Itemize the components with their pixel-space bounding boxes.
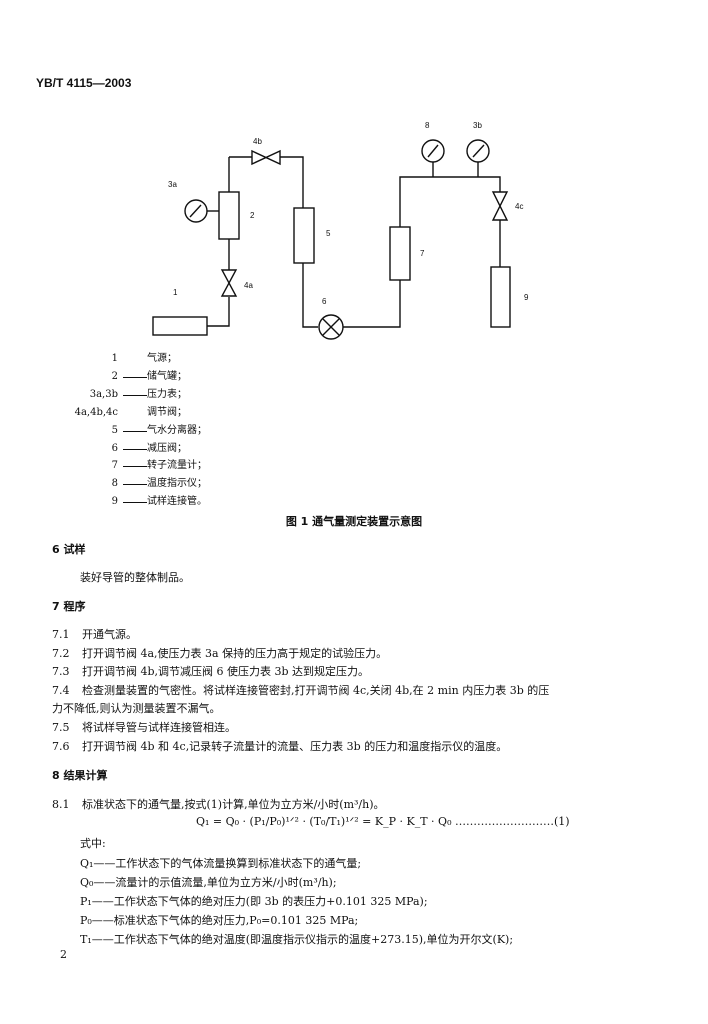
label-5: 5: [326, 229, 331, 238]
gas-tank-2: [218, 191, 240, 240]
label-3b: 3b: [473, 121, 482, 130]
step-7-4-continued: 力不降低,则认为测量装置不漏气。: [52, 702, 221, 715]
section-6-body: 装好导管的整体制品。: [80, 571, 190, 584]
label-3a: 3a: [168, 180, 177, 189]
water-separator-5: [293, 207, 315, 264]
label-4c: 4c: [515, 202, 523, 211]
label-7: 7: [420, 249, 425, 258]
label-1: 1: [173, 288, 178, 297]
label-4a: 4a: [244, 281, 253, 290]
section-6-title: 6 试样: [52, 543, 86, 556]
rotameter-7: [389, 226, 411, 281]
formula-1: Q₁ = Q₀ · (P₁/P₀)¹ᐟ² · (T₀/T₁)¹ᐟ² = K_P …: [196, 815, 570, 828]
where-label: 式中:: [80, 837, 106, 850]
var-p0: P₀——标准状态下气体的绝对压力,P₀=0.101 325 MPa;: [80, 914, 359, 927]
document-header: YB/T 4115—2003: [36, 76, 132, 90]
label-9: 9: [524, 293, 529, 302]
valve-4a: [220, 269, 238, 297]
pressure-gauge-3b: [466, 139, 490, 163]
apparatus-diagram: 1 2 3a 3b 4a 4b 4c 5 6 7 8 9: [152, 121, 529, 340]
temperature-indicator-8: [421, 139, 445, 163]
var-q1: Q₁——工作状态下的气体流量换算到标准状态下的通气量;: [80, 857, 362, 870]
figure-caption: 图 1 通气量测定装置示意图: [285, 515, 423, 528]
label-2: 2: [250, 211, 255, 220]
label-4b: 4b: [253, 137, 262, 146]
page-number: 2: [60, 948, 67, 961]
valve-4b: [251, 149, 281, 166]
label-6: 6: [322, 297, 327, 306]
valve-4c: [491, 191, 509, 221]
var-p1: P₁——工作状态下气体的绝对压力(即 3b 的表压力+0.101 325 MPa…: [80, 895, 428, 908]
sample-connection-9: [490, 266, 511, 328]
section-7-title: 7 程序: [52, 600, 86, 613]
label-8: 8: [425, 121, 430, 130]
section-8-title: 8 结果计算: [52, 769, 108, 782]
var-q0: Q₀——流量计的示值流量,单位为立方米/小时(m³/h);: [80, 876, 337, 889]
var-t1: T₁——工作状态下气体的绝对温度(即温度指示仪指示的温度+273.15),单位为…: [80, 933, 514, 946]
gas-source-cylinder: [152, 316, 208, 336]
pressure-gauge-3a: [184, 199, 208, 223]
